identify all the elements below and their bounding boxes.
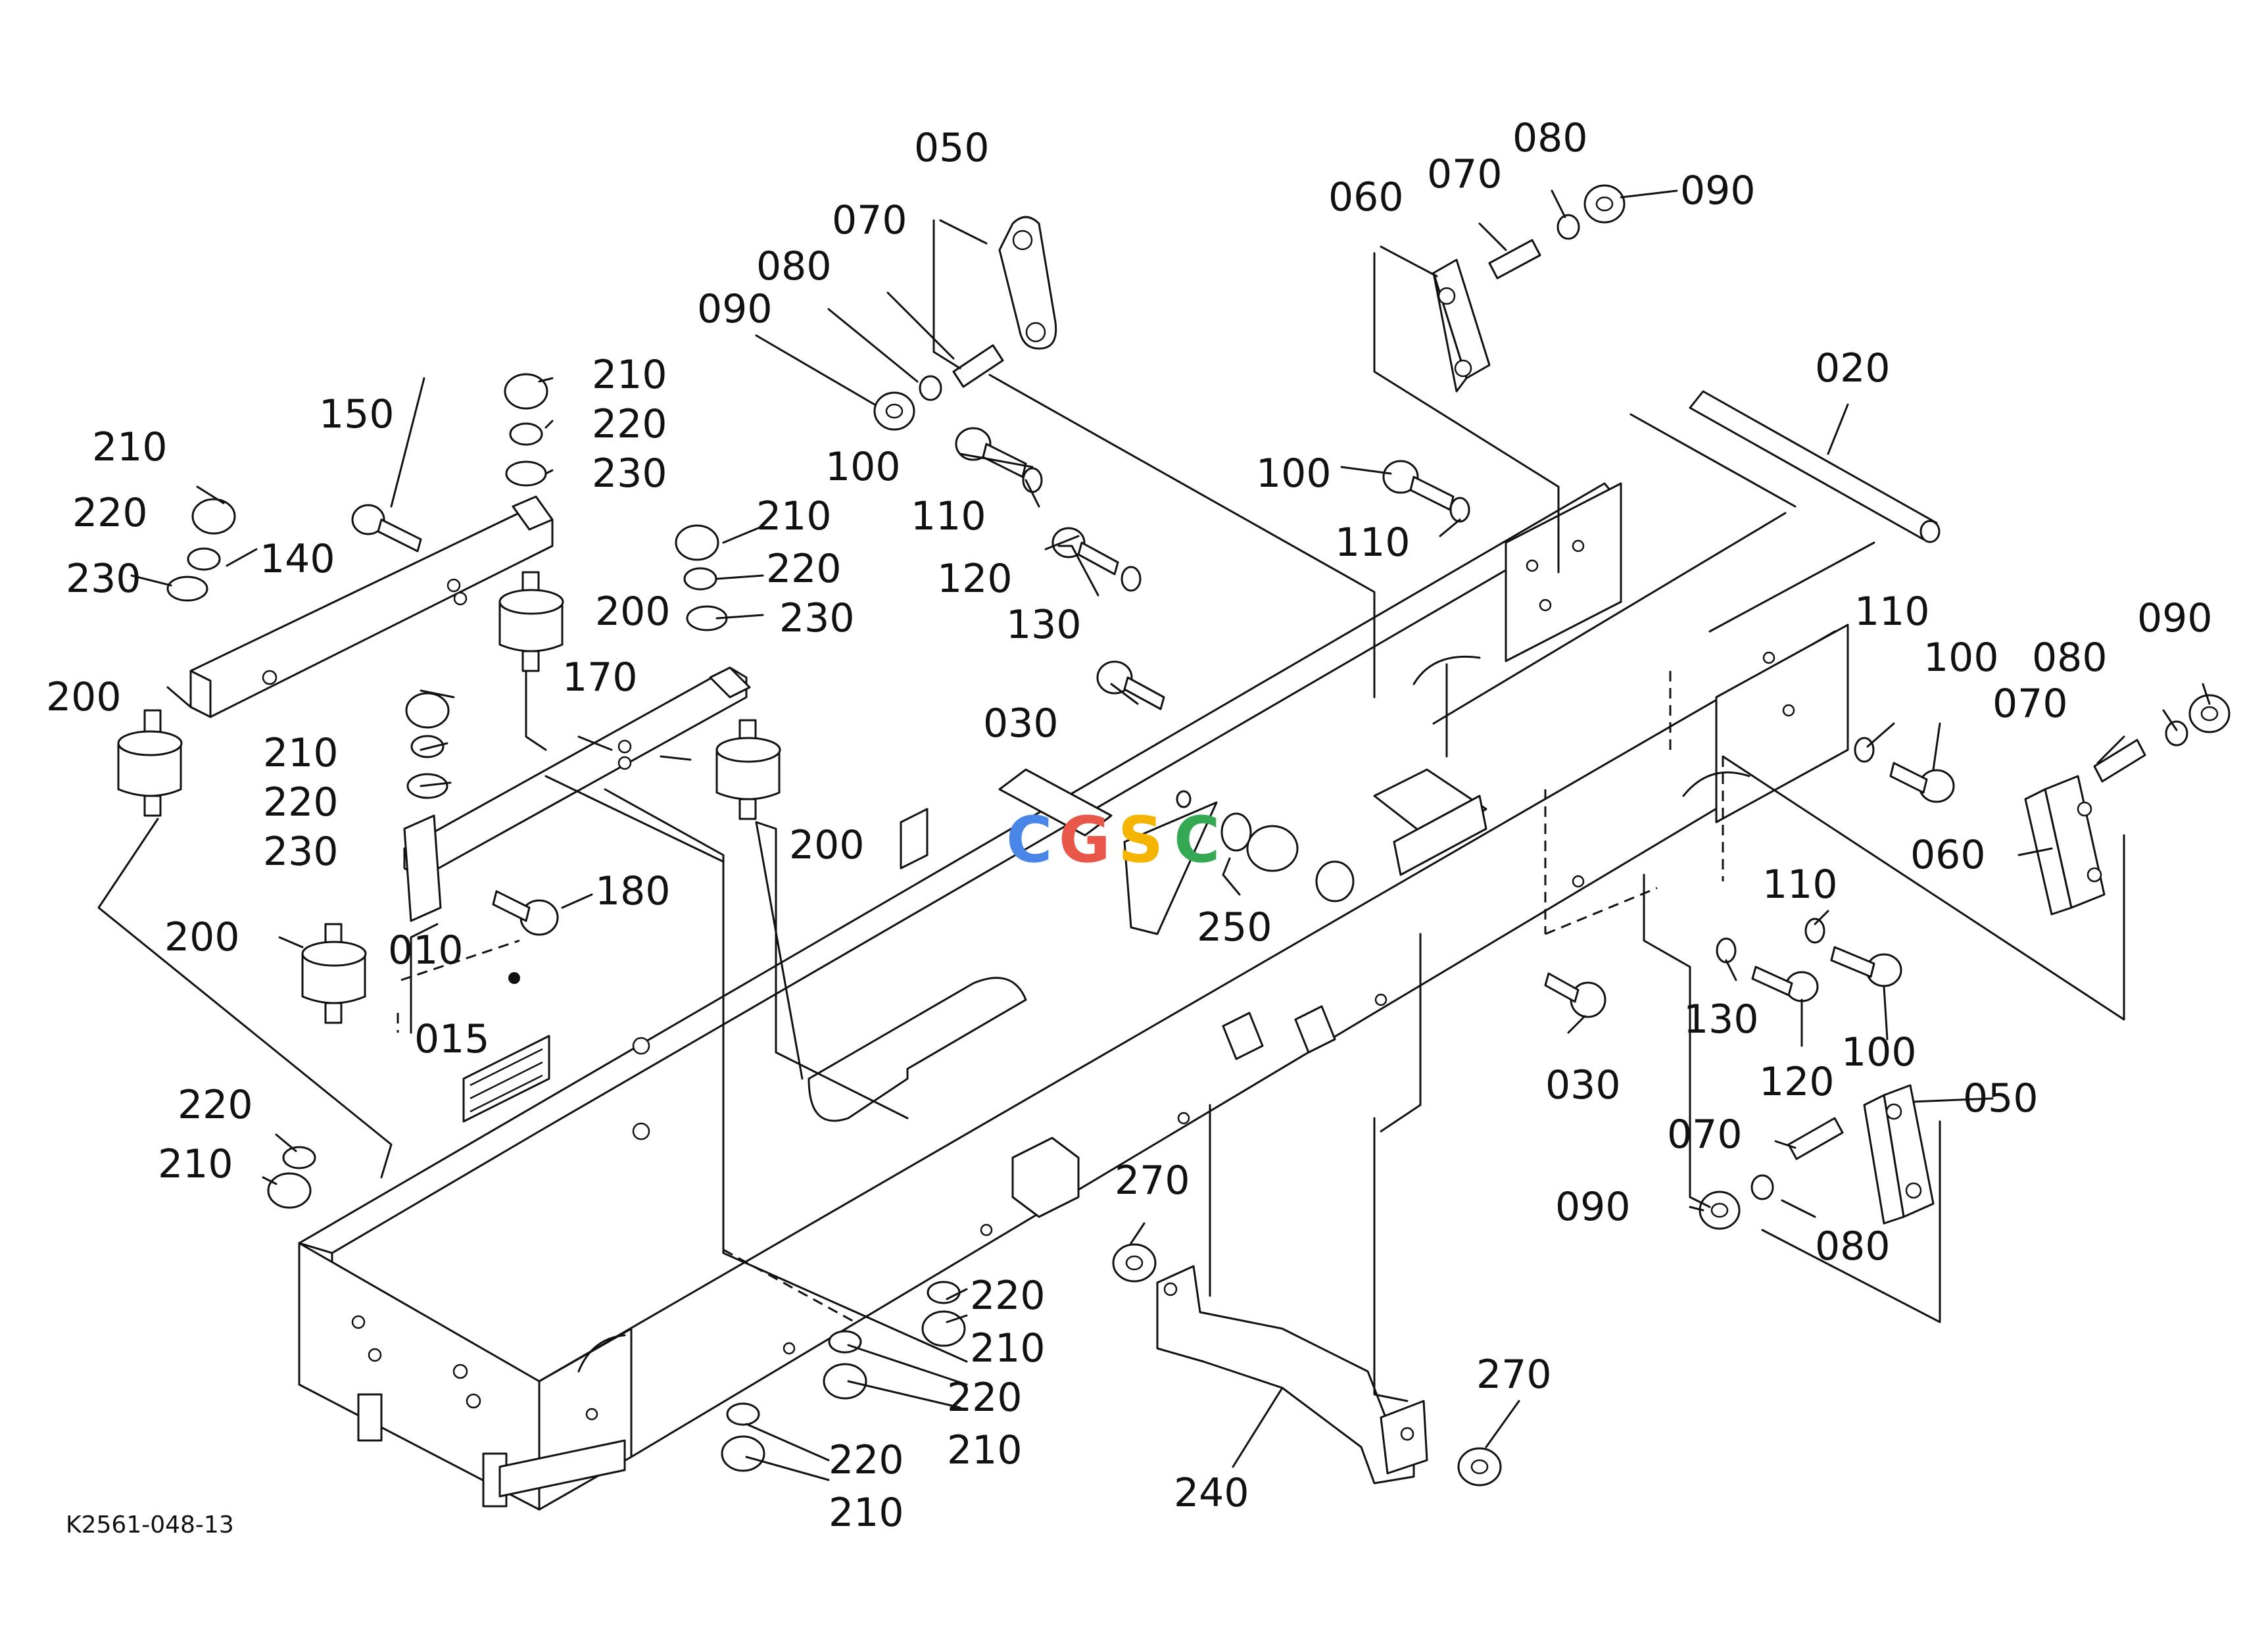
part-label: 100: [1256, 451, 1332, 497]
part-label: 110: [1762, 862, 1838, 908]
watermark-letter-3: S: [1118, 803, 1163, 877]
nameplate-015: [462, 972, 550, 1123]
engine-mount-050-top: [998, 216, 1057, 350]
part-label: 230: [592, 451, 667, 497]
part-label: 070: [1427, 151, 1503, 197]
part-label: 080: [1815, 1223, 1891, 1269]
part-label: 210: [970, 1325, 1046, 1371]
rubber-mounts-200: [117, 571, 781, 1024]
part-label: 230: [779, 595, 855, 641]
part-label: 070: [832, 197, 907, 243]
part-label: 130: [1006, 602, 1082, 648]
bolts-120: [1051, 527, 1819, 1002]
watermark-letter-4: C: [1174, 803, 1220, 877]
part-label: 220: [829, 1437, 904, 1483]
part-label: 130: [1683, 996, 1759, 1043]
part-label: 180: [595, 868, 671, 914]
part-label: 120: [937, 556, 1013, 602]
part-label: 150: [319, 391, 395, 437]
washers-080: [919, 214, 2188, 1200]
part-label: 110: [911, 493, 986, 539]
part-label: 200: [46, 674, 122, 720]
part-label: 270: [1476, 1352, 1552, 1398]
part-label: 090: [1680, 168, 1756, 214]
part-label: 015: [414, 1016, 490, 1062]
part-label: 200: [595, 589, 671, 635]
pins-030: [1096, 660, 1606, 1018]
part-label: 250: [1197, 904, 1272, 950]
part-label: 030: [1545, 1062, 1621, 1108]
part-label: 090: [1555, 1184, 1631, 1230]
part-label: 140: [260, 536, 335, 582]
part-label: 200: [164, 914, 240, 960]
part-label: 220: [592, 401, 667, 447]
part-label: 070: [1992, 681, 2068, 727]
bracket-240: [1156, 1265, 1428, 1485]
part-label: 170: [562, 654, 638, 701]
cross-shaft-020: [1689, 390, 1941, 543]
part-label: 080: [2032, 635, 2108, 681]
part-label: 100: [1841, 1029, 1917, 1075]
part-label: 230: [66, 556, 141, 602]
engine-mount-060-right: [2024, 775, 2106, 916]
nuts-270: [1112, 1243, 1502, 1487]
part-label: 210: [92, 424, 168, 470]
part-label: 010: [388, 927, 464, 973]
main-frame-010: [298, 482, 1849, 1511]
diagram-code: K2561-048-13: [66, 1512, 234, 1538]
nuts-090: [873, 184, 2231, 1230]
part-label: 110: [1854, 589, 1930, 635]
bolt-150: [351, 504, 422, 553]
engine-mount-050-bottom: [1863, 1084, 1935, 1225]
bolt-180: [492, 890, 559, 936]
center-shaft-assembly: [998, 768, 1487, 876]
part-label: 210: [829, 1490, 904, 1536]
part-label: 210: [263, 730, 339, 776]
studs-070: [952, 239, 2146, 1160]
part-label: 100: [1923, 635, 1999, 681]
part-label: 210: [592, 352, 667, 398]
watermark-letter-1: C: [1006, 803, 1052, 877]
part-label: 220: [766, 546, 842, 592]
bracket-170: [403, 666, 751, 922]
part-label: 210: [158, 1141, 233, 1187]
part-labels: 050 070 080 090 060 070 080 090 020 210 …: [46, 115, 2213, 1536]
watermark: C G S C: [1006, 803, 1220, 877]
part-label: 230: [263, 829, 339, 875]
bracket-140: [189, 495, 554, 718]
part-label: 030: [983, 701, 1059, 747]
part-label: 050: [914, 125, 990, 171]
leader-lines: [97, 189, 2211, 1481]
part-label: 120: [1759, 1059, 1835, 1105]
part-label: 080: [756, 243, 832, 289]
part-label: 020: [1815, 345, 1891, 391]
part-label: 060: [1910, 832, 1986, 878]
part-label: 220: [178, 1082, 253, 1128]
part-label: 100: [825, 444, 901, 490]
part-label: 240: [1174, 1470, 1249, 1516]
part-label: 220: [947, 1375, 1023, 1421]
part-label: 080: [1512, 115, 1588, 161]
part-label: 210: [756, 493, 832, 539]
watermark-letter-2: G: [1059, 803, 1111, 877]
part-label: 270: [1115, 1158, 1190, 1204]
part-label: 090: [697, 286, 773, 332]
part-label: 110: [1335, 520, 1411, 566]
part-label: 090: [2137, 595, 2213, 641]
part-label: 050: [1963, 1075, 2039, 1121]
part-label: 200: [789, 822, 865, 868]
fitting-250: [1176, 790, 1355, 902]
part-label: 220: [263, 779, 339, 825]
part-label: 220: [72, 490, 148, 536]
nuts-210: [191, 373, 966, 1472]
part-label: 210: [947, 1427, 1023, 1473]
engine-mount-060-top: [1432, 258, 1491, 393]
bolts-100: [955, 427, 1955, 987]
part-label: 060: [1328, 174, 1404, 220]
part-label: 220: [970, 1273, 1046, 1319]
part-label: 070: [1667, 1112, 1743, 1158]
